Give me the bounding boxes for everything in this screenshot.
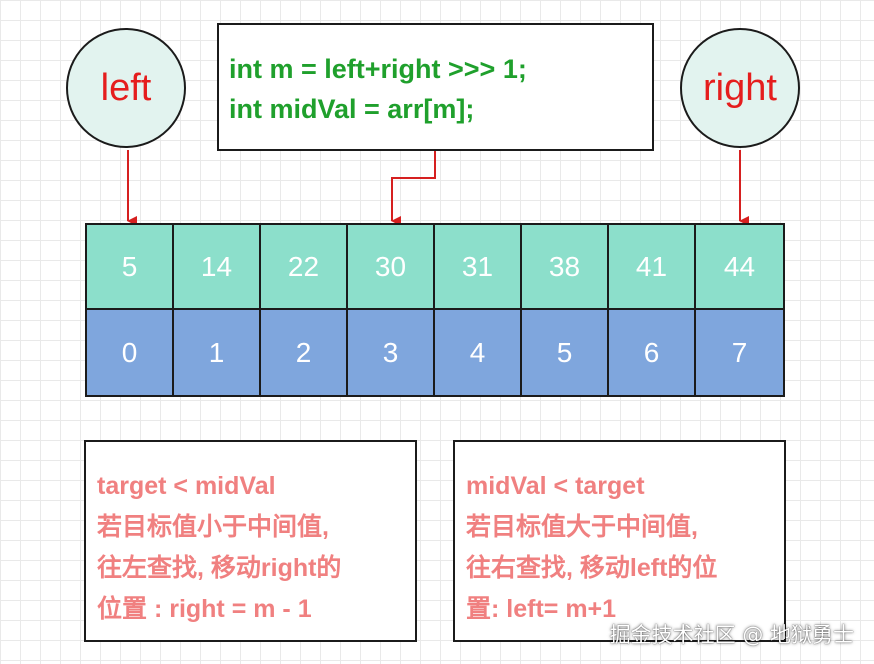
- array-index-cell: 2: [261, 310, 348, 395]
- left-pointer-label: left: [100, 66, 152, 109]
- array-value-cell: 41: [609, 225, 696, 310]
- target-less-note: target < midVal 若目标值小于中间值, 往左查找, 移动right…: [84, 440, 417, 642]
- note-line: target < midVal: [97, 472, 276, 500]
- array-index-cell: 7: [696, 310, 783, 395]
- note-line: 置: left= m+1: [466, 595, 617, 623]
- note-line: 往左查找, 移动right的: [97, 554, 342, 582]
- array-value-cell: 31: [435, 225, 522, 310]
- left-pointer-circle: left: [66, 28, 186, 148]
- sorted-array: 5 14 22 30 31 38 41 44 0 1 2 3 4 5 6 7: [85, 223, 785, 397]
- note-line: midVal < target: [466, 472, 645, 500]
- array-value-cell: 44: [696, 225, 783, 310]
- note-line: 若目标值小于中间值,: [97, 513, 329, 541]
- array-index-cell: 3: [348, 310, 435, 395]
- code-line: int midVal = arr[m];: [229, 94, 475, 124]
- midpoint-code-box: int m = left+right >>> 1; int midVal = a…: [217, 23, 654, 151]
- array-value-cell: 22: [261, 225, 348, 310]
- right-pointer-circle: right: [680, 28, 800, 148]
- note-line: 若目标值大于中间值,: [466, 513, 698, 541]
- array-value-cell: 30: [348, 225, 435, 310]
- note-line: 位置 : right = m - 1: [97, 595, 312, 623]
- array-index-cell: 6: [609, 310, 696, 395]
- array-value-cell: 5: [87, 225, 174, 310]
- note-line: 往右查找, 移动left的位: [466, 554, 718, 582]
- array-index-cell: 4: [435, 310, 522, 395]
- array-index-cell: 0: [87, 310, 174, 395]
- code-line: int m = left+right >>> 1;: [229, 54, 527, 84]
- array-index-cell: 1: [174, 310, 261, 395]
- array-value-cell: 38: [522, 225, 609, 310]
- array-value-cell: 14: [174, 225, 261, 310]
- mid-arrow: [391, 151, 436, 226]
- watermark: 掘金技术社区 @ 地狱勇士: [609, 623, 854, 647]
- array-index-cell: 5: [522, 310, 609, 395]
- right-pointer-label: right: [703, 66, 777, 109]
- target-greater-note: midVal < target 若目标值大于中间值, 往右查找, 移动left的…: [453, 440, 786, 642]
